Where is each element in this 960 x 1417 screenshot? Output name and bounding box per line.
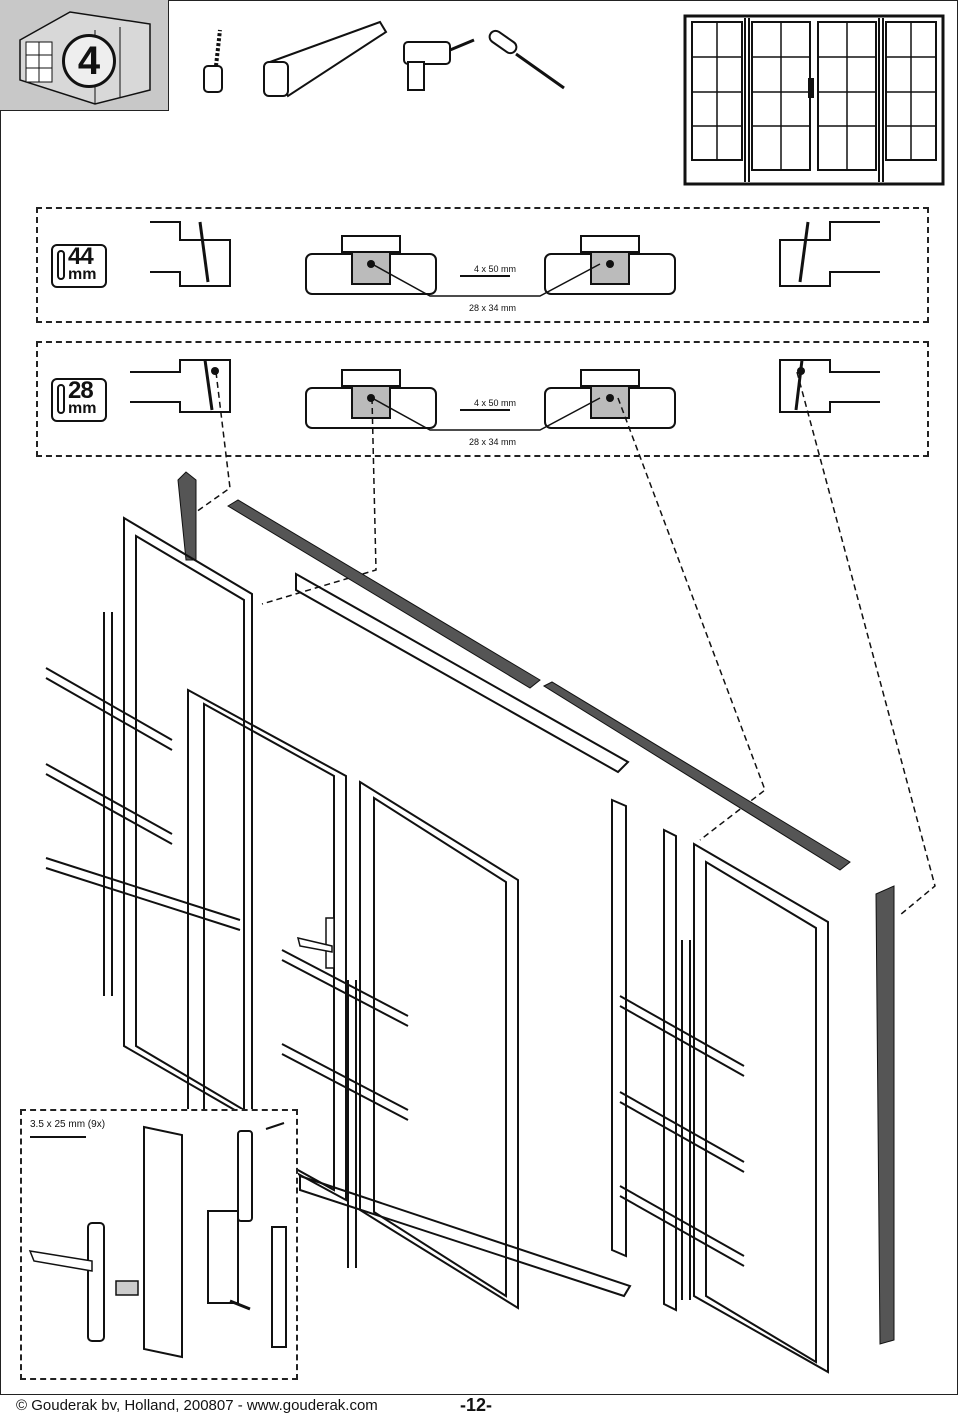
center-profile-left-44: [305, 235, 437, 295]
door-overview: [683, 14, 945, 186]
side-profile-left-28: [130, 359, 231, 413]
hardware-screw-label: 3.5 x 25 mm (9x): [30, 1119, 106, 1130]
copyright-text: © Gouderak bv, Holland, 200807 - www.gou…: [16, 1397, 378, 1414]
profile-label-28: 28 x 34 mm: [469, 437, 517, 447]
step-header: 4: [0, 0, 169, 111]
page-number: -12-: [460, 1395, 493, 1415]
profile-label-44: 28 x 34 mm: [469, 303, 517, 313]
screwdriver-icon: [488, 29, 565, 90]
screw-label-44: 4 x 50 mm: [474, 264, 517, 274]
saw-icon: [263, 20, 388, 98]
tools-row: [168, 0, 588, 110]
profile-panel-44: [36, 207, 929, 323]
drill-icon: [403, 38, 475, 91]
thickness-badge-28: 28 mm: [51, 377, 107, 422]
door-handle-icon: [296, 917, 335, 969]
side-profile-right-44: [779, 221, 880, 287]
hardware-inset: 3.5 x 25 mm (9x): [20, 1109, 298, 1380]
profile-panel-28: [36, 341, 929, 457]
center-profile-right-28: [544, 369, 676, 429]
side-profile-right-28: [779, 359, 880, 413]
center-profile-left-28: [305, 369, 437, 429]
lock-hardware-drawing: [28, 1122, 287, 1359]
page-footer: © Gouderak bv, Holland, 200807 - www.gou…: [0, 1395, 960, 1417]
side-profile-left-44: [150, 221, 231, 287]
step-number: 4: [62, 34, 116, 88]
screw-label-28: 4 x 50 mm: [474, 398, 517, 408]
tape-measure-icon: [203, 29, 223, 93]
thickness-badge-44: 44 mm: [51, 243, 107, 288]
center-profile-right-44: [544, 235, 676, 295]
